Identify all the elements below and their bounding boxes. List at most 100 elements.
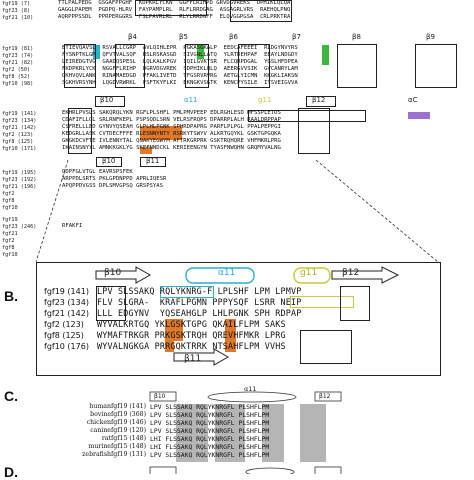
- region-box: [185, 44, 209, 88]
- sequence-row: LHI FLSSAKQ RQLYKNRGFL PLSHFLPM: [150, 435, 270, 443]
- conserved-shading: [215, 404, 245, 462]
- sequence-row: APQPPDVGSS DPLSMVGPSQ GRSPSYAS: [62, 183, 164, 189]
- sequence-row: LPV SLSSAKQ RQLYKNRGFL PLSHFLPM: [150, 427, 270, 435]
- sequence-row: QDPFGLVTGL EAVRSPSFEK: [62, 169, 133, 175]
- beta-strand-label: β10: [100, 96, 114, 104]
- helix-label-a11: α11: [218, 268, 236, 278]
- sequence-row: LLL EDGYNV YQSEAHGLP LHLPGNK SPH RDPAP: [97, 308, 302, 318]
- beta-strand-marker: [96, 157, 122, 167]
- region-box: [68, 108, 92, 154]
- sequence-row: LPV SLSSAKQ RQLYKNRGFL PLSHFLPM: [150, 419, 270, 427]
- sequence-row: GKGKDCVFTE IVLENNYTAL QNAKYEGWYM AFTRKGR…: [62, 138, 281, 144]
- row-label: fgf19 (141): [2, 111, 37, 117]
- region-box: [340, 286, 370, 321]
- row-label: fgf23 (134): [44, 298, 89, 307]
- region-box: [298, 108, 330, 154]
- region-box: [337, 44, 377, 88]
- region-box: [230, 0, 292, 22]
- row-label: fgf2 (50): [2, 67, 31, 73]
- beta-strand-label: β8: [352, 33, 361, 41]
- highlight-orange: [165, 319, 183, 330]
- sequence-row: IKAINSNYYL AMNKKGKLYG SKEFNNDCKL KERIEEN…: [62, 145, 281, 151]
- row-label: fgf8 (125): [44, 331, 84, 340]
- row-label: fgf19 (7): [2, 1, 31, 7]
- sequence-row: KEDGRLLASK CVTDECFFFE RLESNNYNTY RSRKYTS…: [62, 131, 281, 137]
- highlight-green: [322, 45, 329, 65]
- beta-strand-label-b11: β11: [184, 354, 202, 364]
- sequence-row: CDAFIFLLGL SRLRNFKEPL PSPSQDLSRN VELRSFR…: [62, 117, 281, 123]
- row-label: fgf19 (81): [2, 46, 34, 52]
- highlight-cyan: [93, 45, 100, 59]
- highlight-orange: [140, 147, 152, 154]
- panel-b-ss-diagram: [95, 266, 400, 366]
- beta-strand-label-b10: β10: [104, 268, 122, 278]
- highlight-orange: [165, 330, 183, 341]
- conserved-shading: [176, 404, 208, 462]
- region-box: [300, 330, 352, 364]
- beta-strand-label-b10: β10: [154, 393, 166, 400]
- highlight-orange: [225, 341, 236, 352]
- beta-strand-label: β5: [179, 33, 188, 41]
- row-label: fgf23 (192): [2, 177, 37, 183]
- row-label: caninefgf19 (120): [90, 427, 146, 434]
- row-label: fgf8 (52): [2, 74, 31, 80]
- helix-label: g11: [258, 96, 272, 104]
- conserved-shading: [300, 404, 326, 462]
- sequence-row: WYVALNGKGA PRRGQKTRRK NTSAHFLPM VVHS: [97, 341, 286, 351]
- sequence-row: RFAKFI: [62, 223, 83, 229]
- row-label: fgf10 (98): [2, 81, 34, 87]
- beta-strand-label: β4: [128, 33, 137, 41]
- sequence-row: GKHVQVLANK RINAMAEDGD PFAKLIVETD TFGSRVR…: [62, 73, 298, 79]
- sequence-row: LPV SLSSAKQ RQLYKNRG-F LPLSHF LPM LPMVP: [97, 286, 302, 296]
- sequence-row: FLV SLGRA- KRAFLPGMN PPPYSQF LSRR NEIP: [97, 297, 302, 307]
- row-label: fgf19 (195): [2, 170, 37, 176]
- sequence-row: LPV SLSSAKQ RQLYKNRGFL PLSHFLPM: [150, 451, 270, 459]
- sequence-row: LHI FLSSAKQ RQLYKNRGFL PLSHFLPM: [150, 443, 270, 451]
- row-label: fgf2 (123): [44, 320, 84, 329]
- row-label: zebrafishfgf19 (131): [82, 451, 146, 458]
- row-label: fgf10 (171): [2, 146, 37, 152]
- row-label: fgf23 (8): [2, 8, 31, 14]
- row-label: murinefgf15 (148): [88, 443, 146, 450]
- helix-label-g11: g11: [300, 268, 318, 278]
- highlight-green: [197, 45, 204, 59]
- highlight-orange: [225, 330, 236, 341]
- panel-b-frame: [36, 262, 441, 376]
- sequence-row: AQRPPPSSDL PPRPERGGRS FSLPAVRLRL RLYLRRD…: [58, 14, 291, 20]
- row-label: fgf21 (82): [2, 60, 34, 66]
- row-label: fgf2: [2, 191, 15, 197]
- panel-label-b: B.: [4, 288, 18, 304]
- row-label: fgf8: [2, 198, 15, 204]
- row-label: humanfgf19 (141): [89, 403, 146, 410]
- row-label: fgf2 (123): [2, 132, 34, 138]
- region-box: [135, 0, 207, 16]
- helix-label: α11: [184, 96, 198, 104]
- region-box: [160, 286, 214, 298]
- row-label: fgf10: [2, 252, 18, 258]
- region-box: [238, 44, 270, 88]
- row-label: fgf23 (246): [2, 224, 37, 230]
- sequence-row: LPV SLSSAKQ RQLYKNRGFL PLSHFLPM: [150, 411, 270, 419]
- sequence-row: LPV SLSSAKQ RQLYKNRGFL PLSHFLPM: [150, 403, 270, 411]
- region-box: [96, 286, 126, 321]
- beta-strand-label: β9: [426, 33, 435, 41]
- sequence-row: FKDPKRLYCK NGGFFLRIHP DGRVDGVREK SDPHIKL…: [62, 66, 298, 72]
- sequence-row: LEIREDGTVG GAADQSPESL LQLKALKPGV IQILGVK…: [62, 59, 298, 65]
- row-label: fgf21: [2, 231, 18, 237]
- row-label: fgf8: [2, 245, 15, 251]
- beta-strand-marker: [95, 96, 125, 107]
- conserved-shading: [262, 404, 284, 462]
- sequence-row: GAGGLPAPEM PGDPQ-HLRV FAYPAMPLRL RLFLRRD…: [58, 7, 291, 13]
- row-label: fgf23 (134): [2, 118, 37, 124]
- sequence-row: WYVALKRTGQ YKLGSKTGPG QKAILFLPM SAKS: [97, 319, 286, 329]
- row-label: fgf2: [2, 238, 15, 244]
- region-box: [248, 110, 366, 122]
- row-label: fgf21 (142): [2, 125, 37, 131]
- region-box: [415, 44, 457, 88]
- beta-strand-label: β12: [312, 96, 326, 104]
- beta-strand-label-b12: β12: [342, 268, 360, 278]
- helix-label-a11: α11: [244, 385, 257, 393]
